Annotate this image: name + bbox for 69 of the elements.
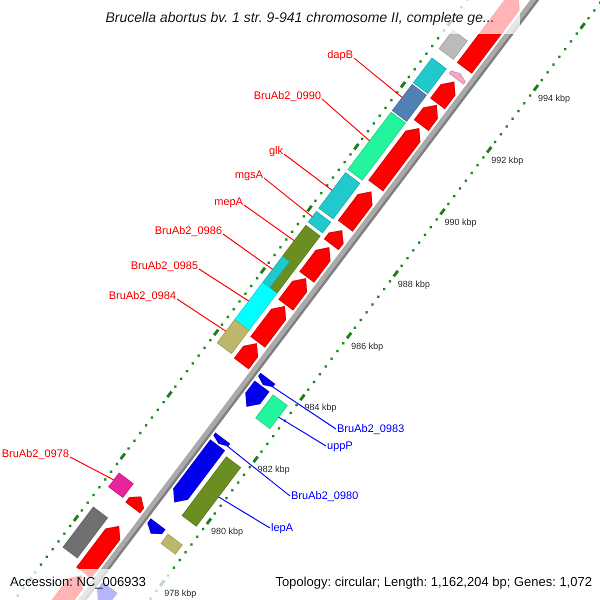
gene-label: BruAb2_0984 — [108, 290, 176, 302]
gene-bar — [62, 506, 108, 558]
leader-line — [244, 204, 294, 242]
tick-label: 988 kbp — [398, 278, 430, 289]
gene-segment — [250, 306, 286, 348]
gene-segment — [245, 380, 270, 407]
tick-label: 982 kbp — [258, 464, 290, 474]
gene-segment — [147, 518, 166, 534]
gene-bar — [438, 30, 468, 60]
leader-line — [354, 58, 403, 98]
tick-label: 994 kbp — [538, 92, 570, 103]
leader-line — [322, 98, 370, 142]
gene-segment — [258, 372, 276, 388]
gene-label: mepA — [214, 196, 243, 208]
gene-label: BruAb2_0985 — [130, 260, 198, 272]
gene-label: lepA — [271, 522, 294, 534]
gene-segment — [125, 496, 144, 514]
gene-segment — [414, 104, 438, 132]
gene-label: BruAb2_0983 — [337, 423, 404, 435]
leader-line — [284, 154, 332, 191]
leader-line — [176, 298, 226, 332]
gene-label: BruAb2_0978 — [2, 448, 69, 460]
gene-segment — [430, 82, 456, 110]
leader-line — [70, 456, 114, 480]
gene-bar — [392, 84, 427, 122]
tick-label: 978 kbp — [164, 588, 196, 598]
gene-segment — [278, 278, 308, 311]
gene-bar — [412, 58, 447, 94]
gene-bar — [108, 472, 134, 498]
gene-bar — [216, 319, 250, 354]
gene-label: uppP — [327, 440, 353, 452]
gene-bar — [255, 394, 288, 430]
gene-segment — [448, 70, 466, 85]
leader-line — [278, 416, 326, 446]
gene-label: mgsA — [234, 169, 263, 181]
gene-segment — [76, 526, 120, 578]
gene-label: BruAb2_0990 — [254, 90, 321, 102]
gene-bar — [308, 210, 332, 234]
gene-segment — [234, 343, 258, 370]
leader-line — [198, 268, 249, 302]
gene-label: BruAb2_0986 — [154, 225, 222, 237]
gene-bar — [234, 282, 278, 331]
gene-bar — [160, 534, 183, 555]
diagram-title: Brucella abortus bv. 1 str. 9-941 chromosome II, complete ge... — [104, 8, 496, 27]
leader-line — [224, 443, 290, 496]
tick-label: 986 kbp — [351, 340, 384, 350]
leader-line — [268, 384, 336, 430]
gene-segment — [324, 230, 344, 250]
footer-text: Topology: circular; Length: 1,162,204 bp; Genes: 1,072 — [274, 573, 593, 591]
gene-bar — [269, 224, 321, 294]
gene-segment — [213, 432, 230, 446]
gene-bar — [262, 256, 290, 288]
gene-bar — [318, 172, 360, 220]
gene-label: glk — [268, 145, 283, 157]
gene-segment — [299, 247, 330, 283]
gene-label: dapB — [327, 49, 353, 61]
gene-segment — [368, 128, 420, 192]
leader-line — [222, 234, 273, 270]
footer-text: Accession: NC_006933 — [9, 573, 147, 591]
gene-bar — [347, 112, 406, 181]
tick-label: 990 kbp — [444, 216, 477, 227]
leader-line — [264, 178, 313, 218]
tick-label: 984 kbp — [304, 402, 336, 412]
gene-bar — [182, 456, 242, 527]
gene-segment — [338, 191, 373, 232]
gene-segment — [173, 439, 226, 502]
gene-label: BruAb2_0980 — [291, 490, 358, 502]
tick-label: 992 kbp — [491, 154, 524, 165]
tick-label: 980 kbp — [210, 526, 243, 536]
